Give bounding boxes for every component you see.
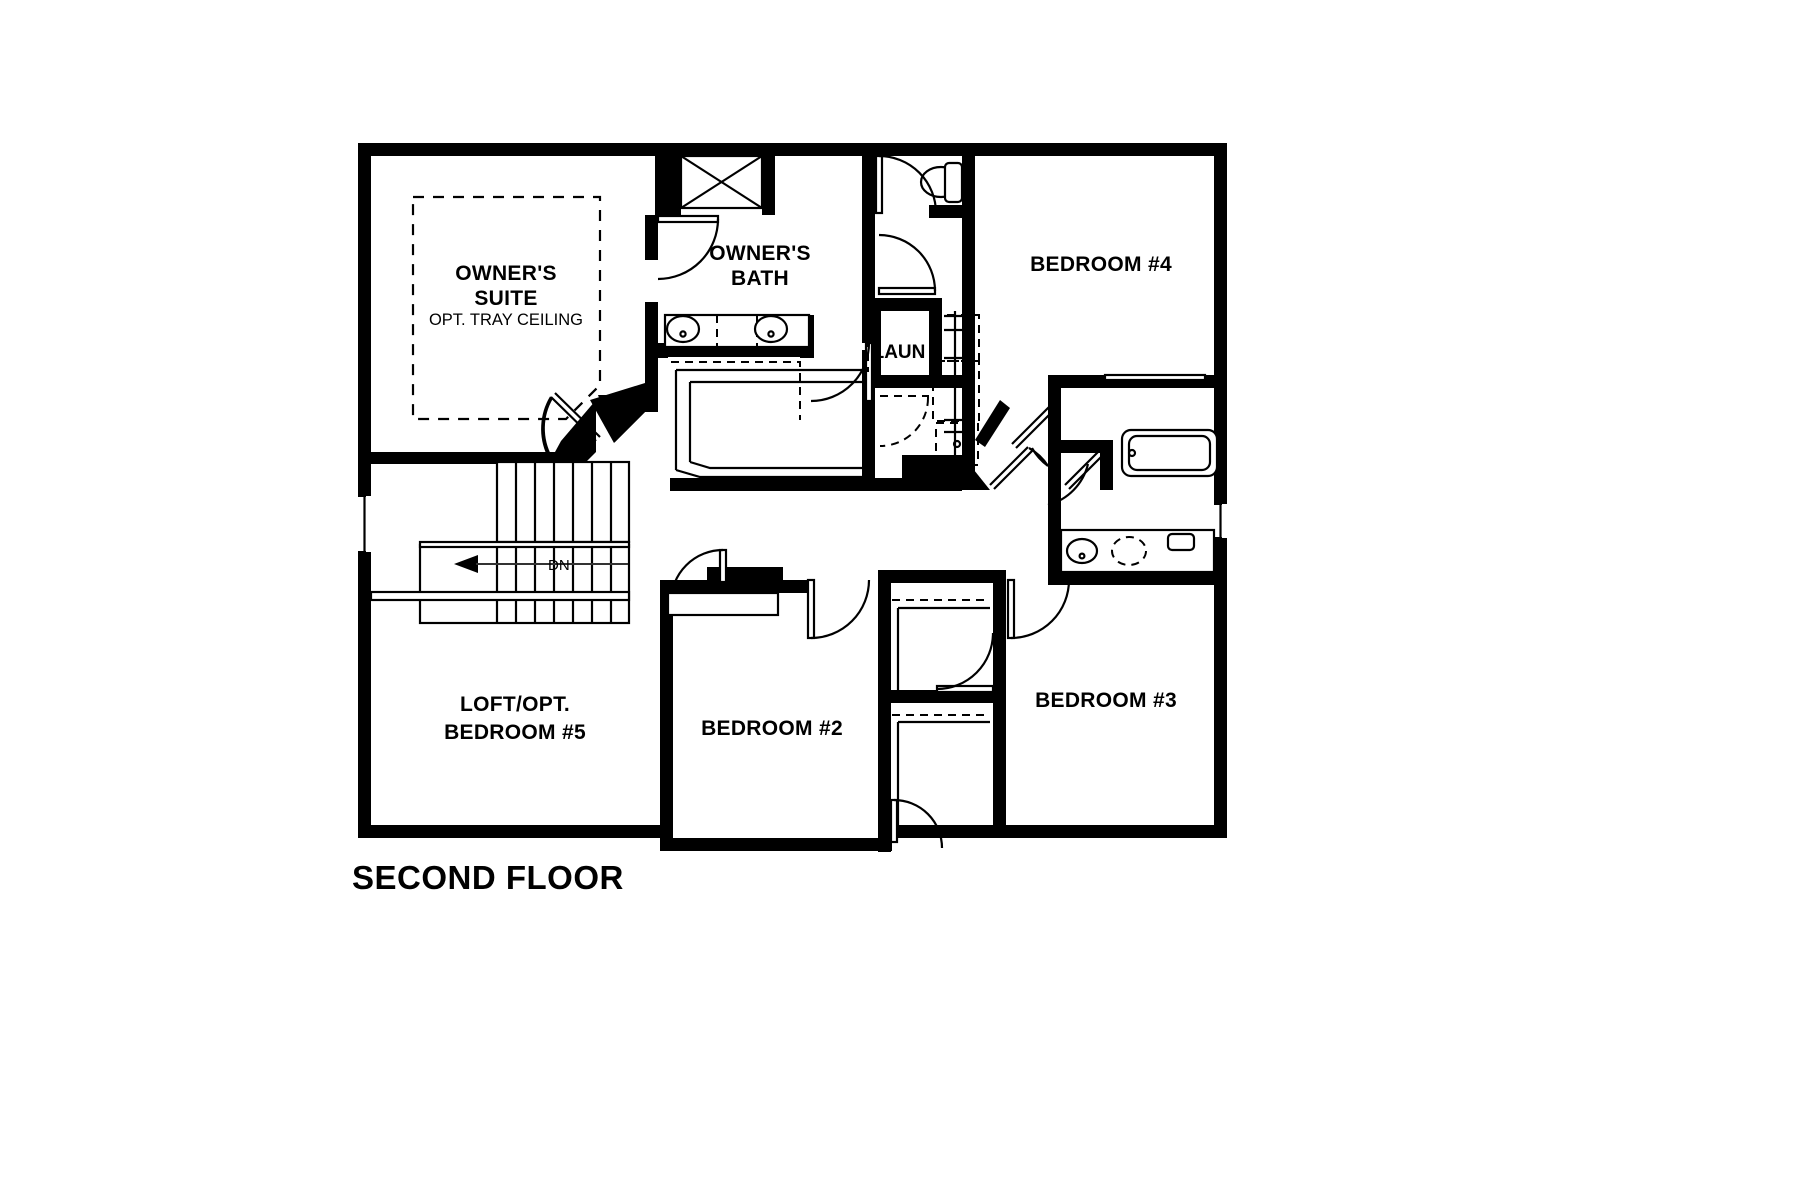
room-label-loft-line2: BEDROOM #5 bbox=[444, 721, 586, 744]
door-swing-icon bbox=[877, 233, 937, 296]
room-label-laundry: LAUN bbox=[873, 342, 926, 363]
owners-bath-tub-area bbox=[671, 361, 866, 479]
door-swing-icon bbox=[806, 578, 871, 640]
stair-direction-label: DN bbox=[548, 557, 570, 574]
hall-bath-vanity bbox=[1059, 528, 1216, 574]
owners-bath-vanity bbox=[663, 313, 811, 349]
room-label-owners-suite-line1: OWNER'S bbox=[455, 262, 557, 285]
closet-shelf-icon bbox=[1061, 373, 1214, 384]
room-labels: OWNER'S SUITE OPT. TRAY CEILING OWNER'S … bbox=[429, 242, 1177, 744]
bathtub-icon bbox=[1120, 428, 1219, 478]
door-swing-icon bbox=[666, 548, 780, 617]
door-swing-icon bbox=[541, 392, 601, 458]
door-swing-icon bbox=[989, 446, 1049, 490]
room-label-owners-suite-line2: SUITE bbox=[474, 287, 537, 310]
room-label-loft-line1: LOFT/OPT. bbox=[460, 693, 570, 716]
door-swing-icon bbox=[1006, 578, 1071, 640]
washer-dryer-icon bbox=[932, 311, 980, 478]
toilet-icon bbox=[1111, 536, 1147, 566]
door-swing-icon bbox=[874, 154, 938, 215]
direction-arrow-icon bbox=[454, 555, 628, 573]
sink-icon bbox=[665, 314, 701, 344]
sink-icon bbox=[753, 314, 789, 344]
door-swing-icon bbox=[889, 798, 944, 849]
room-note-opt-tray-ceiling: OPT. TRAY CEILING bbox=[429, 311, 583, 329]
door-swing-icon bbox=[1047, 444, 1110, 507]
door-swing-icon bbox=[879, 395, 929, 447]
room-label-bedroom-4: BEDROOM #4 bbox=[1030, 253, 1172, 276]
door-swing-icon bbox=[1011, 405, 1055, 449]
room-label-owners-bath-line2: BATH bbox=[731, 267, 789, 290]
door-swing-icon bbox=[935, 632, 995, 694]
room-label-bedroom-2: BEDROOM #2 bbox=[701, 717, 843, 740]
page-title: SECOND FLOOR bbox=[352, 859, 624, 896]
room-label-owners-bath-line1: OWNER'S bbox=[709, 242, 811, 265]
closet-shelf-icon bbox=[892, 599, 990, 825]
sink-icon bbox=[1065, 537, 1099, 565]
shower-icon bbox=[679, 154, 764, 210]
stair-run-icon bbox=[369, 460, 631, 625]
door-swing-icon bbox=[656, 214, 720, 281]
toilet-icon bbox=[919, 161, 964, 204]
room-label-bedroom-3: BEDROOM #3 bbox=[1035, 689, 1177, 712]
